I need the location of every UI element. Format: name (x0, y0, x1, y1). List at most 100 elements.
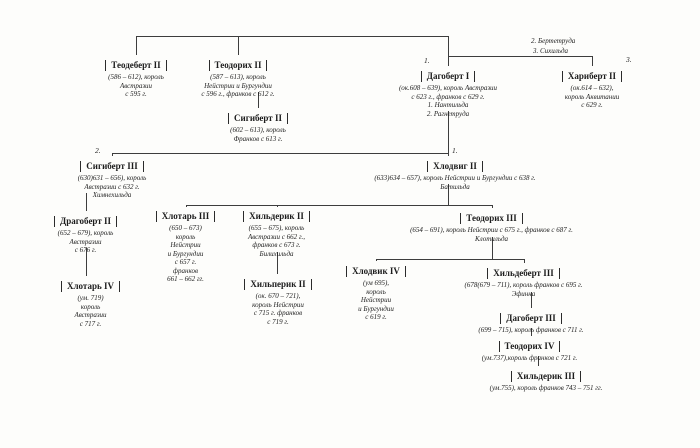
person-detail: с 715 г. франков (253, 309, 303, 317)
connector-line (186, 205, 492, 206)
spouse-note: 2. Бертетруда (531, 37, 576, 45)
person-hildebert-iii: Хильдеберт III (678(679 – 711), король ф… (441, 263, 606, 298)
connector-line (277, 205, 278, 207)
person-hilderik-iii: Хильдерик III (ум.755), король франков 7… (471, 366, 621, 393)
person-detail: Химнехильда (92, 191, 132, 199)
person-name: Теодеберт II (105, 60, 167, 71)
person-dagobert-iii: Дагоберт III (699 – 715), король франков… (461, 308, 601, 335)
person-detail: (699 – 715), король франков с 711 г. (478, 326, 584, 334)
person-hilderik-ii: Хильдерик II (655 – 675), король Австраз… (229, 206, 324, 258)
connector-line (492, 237, 493, 259)
person-detail: король (175, 232, 196, 241)
person-detail: (ок. 670 – 721), (255, 292, 301, 300)
person-detail: (ок.614 – 632), (570, 84, 614, 92)
marriage-order-marker: 1. (424, 56, 430, 65)
person-name: Драгоберт II (54, 216, 117, 227)
person-name: Теодорих III (460, 213, 523, 224)
connector-line (531, 328, 532, 336)
marriage-order-marker: 3. (626, 55, 632, 64)
person-name: Дагоберт III (500, 313, 562, 324)
person-detail: король Нейстрии (252, 300, 304, 309)
connector-line (376, 259, 377, 261)
person-detail: 2. Рагнетруда (426, 109, 470, 118)
connector-line (531, 292, 532, 308)
person-detail: Эфинна (511, 289, 536, 298)
connector-line (592, 56, 593, 66)
person-detail: с 595 г. (125, 90, 147, 98)
person-detail: Билихильда (259, 249, 294, 258)
person-hlodvik-iv: Хлодвик IV (ум 695), король Нейстрии и Б… (336, 261, 416, 322)
connector-line (112, 153, 113, 156)
person-sigibert-ii: Сигиберт II (602 – 613), король Франков … (208, 108, 308, 143)
connector-line (258, 92, 259, 108)
connector-line (448, 111, 449, 153)
person-detail: (ум 695), (362, 279, 390, 287)
person-detail: король (80, 302, 101, 311)
marriage-order-marker: 1. (452, 146, 458, 155)
person-hlodvig-ii: Хлодвиг II (633)634 – 657), король Нейст… (370, 156, 540, 191)
person-name: Теодорих IV (498, 341, 561, 352)
connector-line (538, 356, 539, 366)
person-hlotar-iii: Хлотарь III (650 – 673) король Нейстрии … (148, 206, 223, 284)
connector-line (448, 153, 449, 156)
person-detail: Австразии с 662 г., (247, 232, 306, 241)
person-detail: (602 – 613), король (230, 126, 286, 134)
connector-line (136, 36, 137, 55)
person-teodebert-ii: Теодеберт II (586 – 612), король Австраз… (91, 55, 181, 99)
connector-line (86, 248, 87, 276)
person-detail: Австразии (119, 81, 153, 90)
person-detail: с 629 г. (581, 101, 603, 109)
person-sigibert-iii: Сигиберт III (630)631 – 656), король Авс… (57, 156, 167, 200)
person-hlotar-iv: Хлотарь IV (ум. 719) король Австразии с … (53, 276, 128, 328)
person-detail: король Аквитании (564, 92, 620, 101)
person-detail: 661 – 662 гг. (167, 275, 204, 283)
person-name: Дагоберт I (420, 71, 476, 82)
person-name: Теодорих II (208, 60, 268, 71)
person-name: Хлодвиг II (427, 161, 483, 172)
connector-line (448, 56, 592, 57)
person-detail: Нейстрии (170, 241, 201, 249)
person-name: Хильдеберт III (487, 268, 560, 279)
connector-line (112, 153, 448, 154)
person-detail: (ум.755), король франков 743 – 751 гг. (489, 384, 603, 392)
person-detail: (ум. 719) (77, 294, 104, 302)
person-hilperik-ii: Хильперик II (ок. 670 – 721), король Ней… (233, 274, 323, 326)
person-detail: франков (173, 266, 198, 275)
connector-line (136, 36, 448, 37)
spouse-note: 3. Сихильда (533, 47, 569, 55)
connector-line (86, 193, 87, 211)
person-detail: (633)634 – 657), король Нейстрии и Бургу… (374, 174, 536, 182)
person-dragobert-ii: Драгоберт II (652 – 679), король Австраз… (38, 211, 133, 255)
person-detail: с 676 г. (74, 246, 97, 254)
person-name: Сигиберт II (228, 113, 288, 124)
connector-line (448, 36, 449, 66)
person-detail: (586 – 612), король (108, 73, 164, 81)
person-detail: с 596 г., франков с 612 г. (201, 90, 275, 98)
person-detail: и Бургундии (167, 249, 204, 258)
connector-line (492, 205, 493, 208)
person-name: Хильдерик II (243, 211, 310, 222)
person-name: Хариберт II (561, 71, 623, 82)
person-detail: Австразии (74, 311, 107, 319)
connector-line (376, 259, 524, 260)
person-detail: Нейстрии (360, 296, 392, 304)
person-detail: (654 – 691), король Нейстрии с 675 г., ф… (410, 226, 573, 234)
person-dagobert-i: Дагоберт I (ок.608 – 639), король Австра… (378, 66, 518, 118)
person-name: Хлодвик IV (346, 266, 406, 277)
person-name: Хлотарь III (155, 211, 216, 222)
person-detail: (655 – 675), король (248, 224, 305, 232)
marriage-order-marker: 2. (95, 146, 101, 155)
connector-line (238, 36, 239, 55)
person-detail: (678(679 – 711), король франков с 695 г. (464, 281, 583, 289)
person-detail: с 657 г. (174, 258, 197, 266)
connector-line (448, 184, 449, 205)
person-detail: Клотильда (474, 234, 509, 243)
person-detail: Нейстрии и Бургундии (204, 81, 272, 90)
person-detail: Франков с 613 г. (233, 134, 283, 143)
person-detail: Батильда (440, 182, 470, 191)
person-detail: франков с 673 г. (252, 241, 301, 249)
person-name: Сигиберт III (80, 161, 144, 172)
connector-line (186, 205, 187, 207)
person-detail: (587 – 613), король (210, 73, 266, 81)
person-detail: (ум.737),король франков с 721 г. (481, 354, 578, 362)
